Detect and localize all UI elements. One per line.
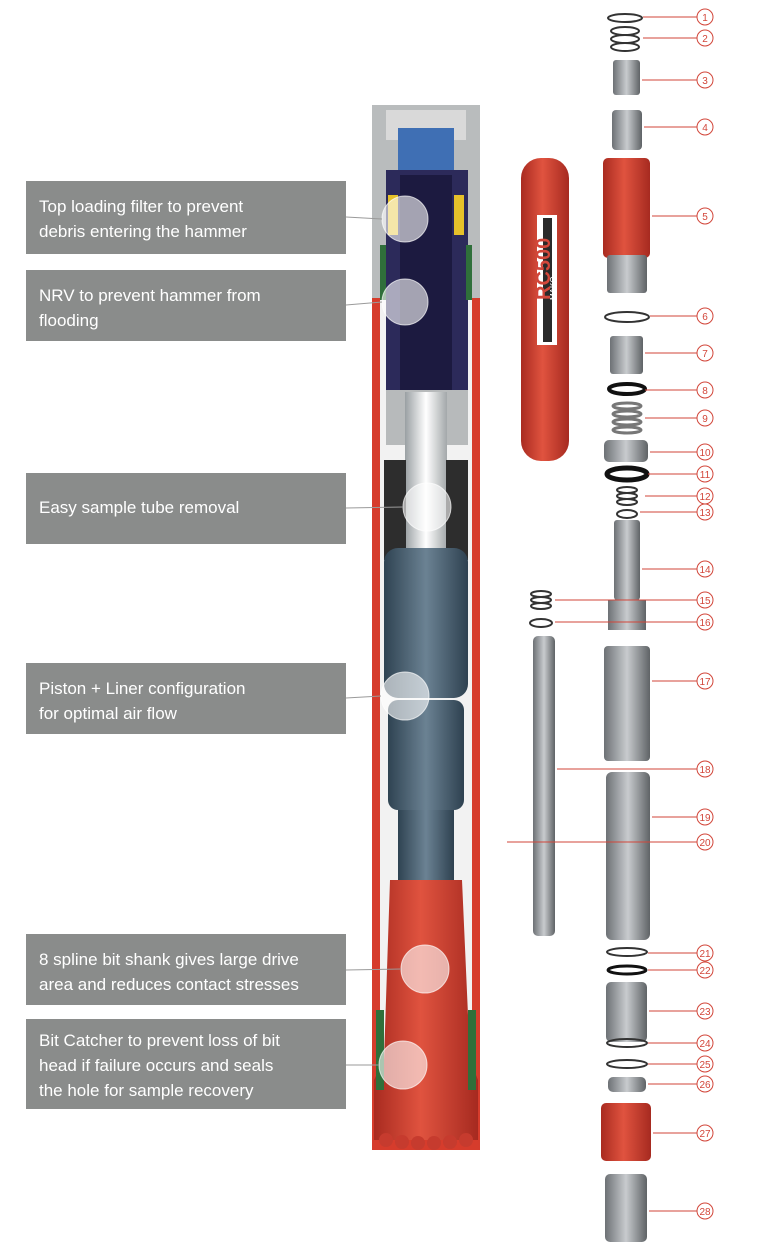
part-number: 20 bbox=[699, 838, 711, 849]
part-number: 22 bbox=[699, 966, 711, 977]
part-number: 7 bbox=[702, 349, 708, 360]
part-number: 26 bbox=[699, 1080, 711, 1091]
part-number: 2 bbox=[702, 34, 708, 45]
callout-nrv: NRV to prevent hammer from flooding bbox=[26, 270, 346, 341]
part-number: 28 bbox=[699, 1207, 711, 1218]
callout-line: the hole for sample recovery bbox=[39, 1081, 254, 1100]
part-number: 27 bbox=[699, 1129, 711, 1140]
callout-line: for optimal air flow bbox=[39, 704, 177, 723]
part-number: 24 bbox=[699, 1039, 711, 1050]
exploded-parts bbox=[529, 13, 651, 1242]
part-number: 5 bbox=[702, 212, 708, 223]
highlight-filter bbox=[381, 195, 429, 243]
part-number: 12 bbox=[699, 492, 711, 503]
part-number: 16 bbox=[699, 618, 711, 629]
part-number: 10 bbox=[699, 448, 711, 459]
part-number: 1 bbox=[702, 13, 708, 24]
callout-line: area and reduces contact stresses bbox=[39, 975, 299, 994]
part-number: 18 bbox=[699, 765, 711, 776]
highlight-bit-catcher bbox=[378, 1040, 428, 1090]
callout-line: head if failure occurs and seals bbox=[39, 1056, 274, 1075]
part-number: 19 bbox=[699, 813, 711, 824]
part-number: 11 bbox=[700, 470, 711, 481]
part-number: 3 bbox=[702, 76, 708, 87]
callout-line: flooding bbox=[39, 311, 99, 330]
part-number: 14 bbox=[699, 565, 711, 576]
part-number: 21 bbox=[699, 949, 711, 960]
callout-line: Easy sample tube removal bbox=[39, 498, 240, 517]
callout-filter: Top loading filter to prevent debris ent… bbox=[26, 181, 346, 254]
part-number: 6 bbox=[702, 312, 708, 323]
callout-line: Bit Catcher to prevent loss of bit bbox=[39, 1031, 280, 1050]
highlight-bit-shank bbox=[400, 944, 450, 994]
callout-line: NRV to prevent hammer from bbox=[39, 286, 261, 305]
rc500-tube bbox=[521, 158, 569, 461]
part-number: 8 bbox=[702, 386, 708, 397]
callout-sample-tube: Easy sample tube removal bbox=[26, 473, 346, 544]
callout-line: Top loading filter to prevent bbox=[39, 197, 244, 216]
callout-bit-shank: 8 spline bit shank gives large drive are… bbox=[26, 934, 346, 1005]
callout-line: debris entering the hammer bbox=[39, 222, 247, 241]
callout-bit-catcher: Bit Catcher to prevent loss of bit head … bbox=[26, 1019, 346, 1109]
callout-piston: Piston + Liner configuration for optimal… bbox=[26, 663, 346, 734]
part-number: 23 bbox=[699, 1007, 711, 1018]
tube-brand-label: MAKO bbox=[549, 276, 558, 300]
part-number: 17 bbox=[699, 677, 711, 688]
part-number: 4 bbox=[702, 123, 708, 134]
callout-line: 8 spline bit shank gives large drive bbox=[39, 950, 299, 969]
highlight-nrv bbox=[381, 278, 429, 326]
highlight-piston bbox=[380, 671, 430, 721]
part-number: 13 bbox=[699, 508, 711, 519]
part-number: 9 bbox=[702, 414, 708, 425]
callout-line: Piston + Liner configuration bbox=[39, 679, 246, 698]
part-number: 25 bbox=[699, 1060, 711, 1071]
part-number: 15 bbox=[699, 596, 711, 607]
tube-model-label: RC500 bbox=[533, 238, 555, 300]
highlight-sample-tube bbox=[402, 482, 452, 532]
